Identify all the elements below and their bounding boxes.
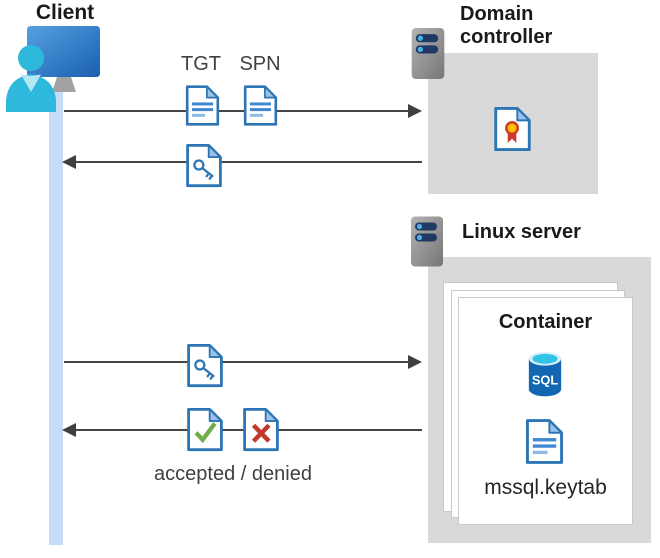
sql-icon-label: SQL (532, 372, 559, 387)
client-user-monitor-icon (6, 26, 100, 112)
client-lifeline (49, 88, 63, 545)
container-label: Container (498, 311, 593, 333)
denied-doc-icon (241, 407, 281, 452)
accepted-doc-icon (185, 407, 225, 452)
container-page-front (458, 297, 633, 525)
tgt-ticket-icon (185, 83, 220, 128)
keytab-document-icon (525, 418, 564, 465)
keytab-filename-label: mssql.keytab (484, 476, 607, 499)
arrow-domain-controller-to-client (62, 155, 422, 169)
arrow-client-to-domain-controller (64, 104, 422, 118)
certificate-icon (492, 106, 533, 152)
domain-controller-label: Domain controller (460, 3, 553, 48)
linux-server-icon (411, 216, 443, 267)
accepted-denied-caption: accepted / denied (154, 463, 312, 485)
arrow-client-to-linux-server (64, 355, 422, 369)
domain-controller-server-icon (411, 28, 445, 79)
client-label: Client (35, 1, 95, 24)
sql-database-icon: SQL (528, 351, 562, 397)
spn-ticket-icon (243, 83, 278, 128)
tgt-label: TGT (181, 53, 221, 75)
spn-label: SPN (239, 53, 281, 75)
key-ticket-icon (185, 343, 225, 388)
key-ticket-icon (185, 143, 223, 188)
linux-server-label: Linux server (462, 221, 581, 243)
